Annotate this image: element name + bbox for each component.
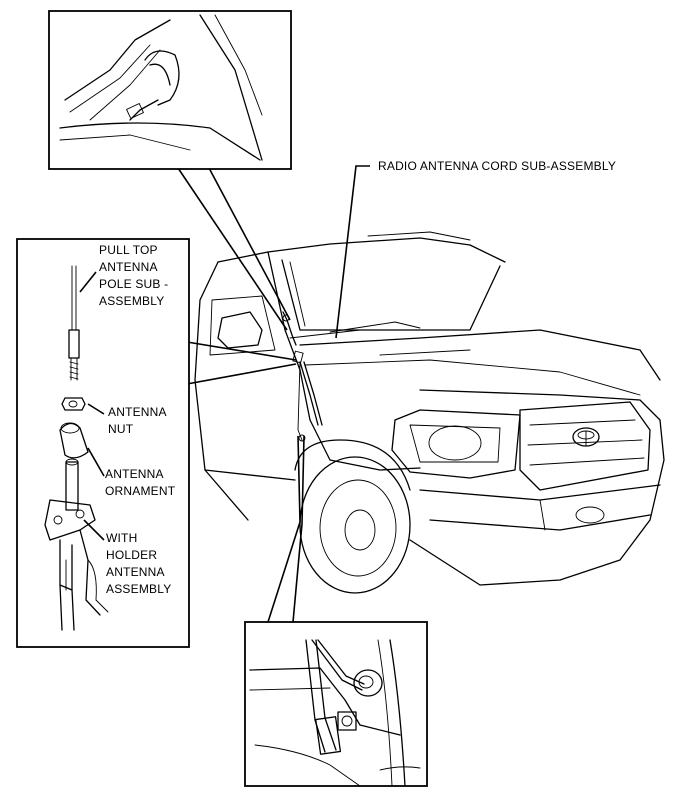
pole-label-line3: POLE SUB - [99,277,168,291]
holder-label-line1: WITH [106,531,137,545]
holder-label-line3: ANTENNA [106,565,165,579]
antenna-pole-part [68,265,97,381]
cord-callout-leader [335,165,370,339]
cord-label: RADIO ANTENNA CORD SUB-ASSEMBLY [378,159,616,173]
pole-label-line2: ANTENNA [99,260,158,274]
antenna-ornament-part [59,422,105,477]
pole-label-line1: PULL TOP [99,243,158,257]
top-detail-inset [48,10,292,331]
holder-label-line4: ASSEMBLY [106,582,171,596]
antenna-nut-part [61,397,105,415]
pickup-truck-illustration [194,231,665,594]
nut-label-line2: NUT [108,422,134,436]
parts-inset [16,238,297,648]
nut-label-line1: ANTENNA [108,405,167,419]
ornament-label-line2: ORNAMENT [105,484,176,498]
antenna-on-pillar [282,311,323,442]
holder-label-line2: HOLDER [106,548,157,562]
pole-label-line4: ASSEMBLY [99,294,164,308]
ornament-label-line1: ANTENNA [105,467,164,481]
toyota-emblem-icon [572,427,600,447]
holder-antenna-part [44,458,109,631]
bottom-detail-inset [244,435,428,787]
